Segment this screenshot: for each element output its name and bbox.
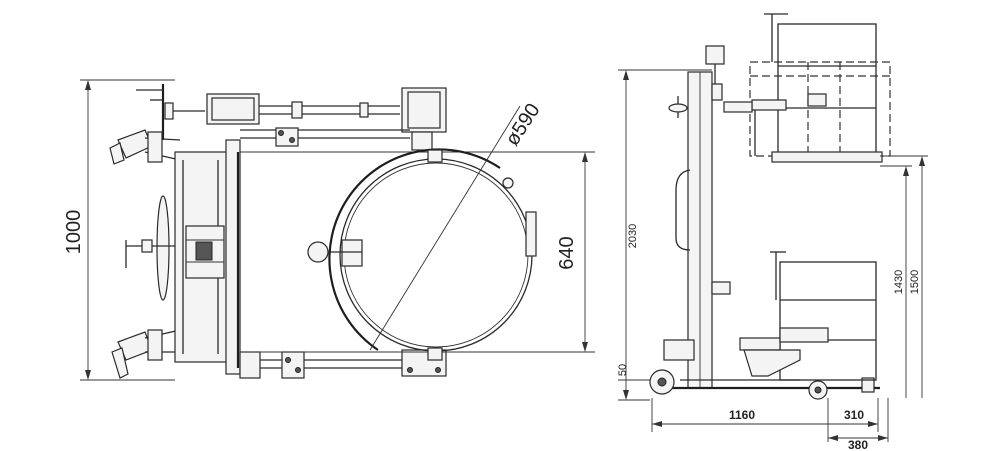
dim-width-1000-text: 1000 <box>63 210 85 255</box>
push-handle <box>136 84 205 140</box>
dimension-lift-heights: 1430 1500 <box>880 155 928 398</box>
drum-raised <box>723 13 891 163</box>
bottom-rail <box>239 349 447 379</box>
caster-wheel-bottom <box>111 329 181 379</box>
dimension-width-1000: 1000 <box>63 79 175 381</box>
top-rail <box>206 87 447 151</box>
side-view: 2030 50 <box>617 13 928 451</box>
chassis-frame <box>174 139 241 375</box>
dim-clearance-50-text: 50 <box>617 364 629 376</box>
dim-drum-diameter-text: ø590 <box>501 100 544 150</box>
top-view: 1000 <box>63 79 595 381</box>
dim-leg-380-text: 380 <box>848 438 868 451</box>
dimension-horizontal: 1160 310 380 <box>651 398 889 451</box>
dimension-depth-640: 640 <box>240 151 595 353</box>
dim-lift-1430-text: 1430 <box>893 270 905 294</box>
dim-lift-1500-text: 1500 <box>909 270 921 294</box>
caster-wheel-top <box>109 129 181 165</box>
dim-depth-640-text: 640 <box>556 236 578 269</box>
dim-leg-310-text: 310 <box>844 408 864 422</box>
mast <box>663 45 731 389</box>
hand-wheel <box>125 195 175 301</box>
drum-lowered <box>739 251 877 381</box>
dim-wheelbase-text: 1160 <box>729 408 755 422</box>
dimension-height-2030: 2030 <box>618 69 712 400</box>
dimension-clearance-50: 50 <box>617 364 650 401</box>
dim-height-2030-text: 2030 <box>627 224 639 248</box>
